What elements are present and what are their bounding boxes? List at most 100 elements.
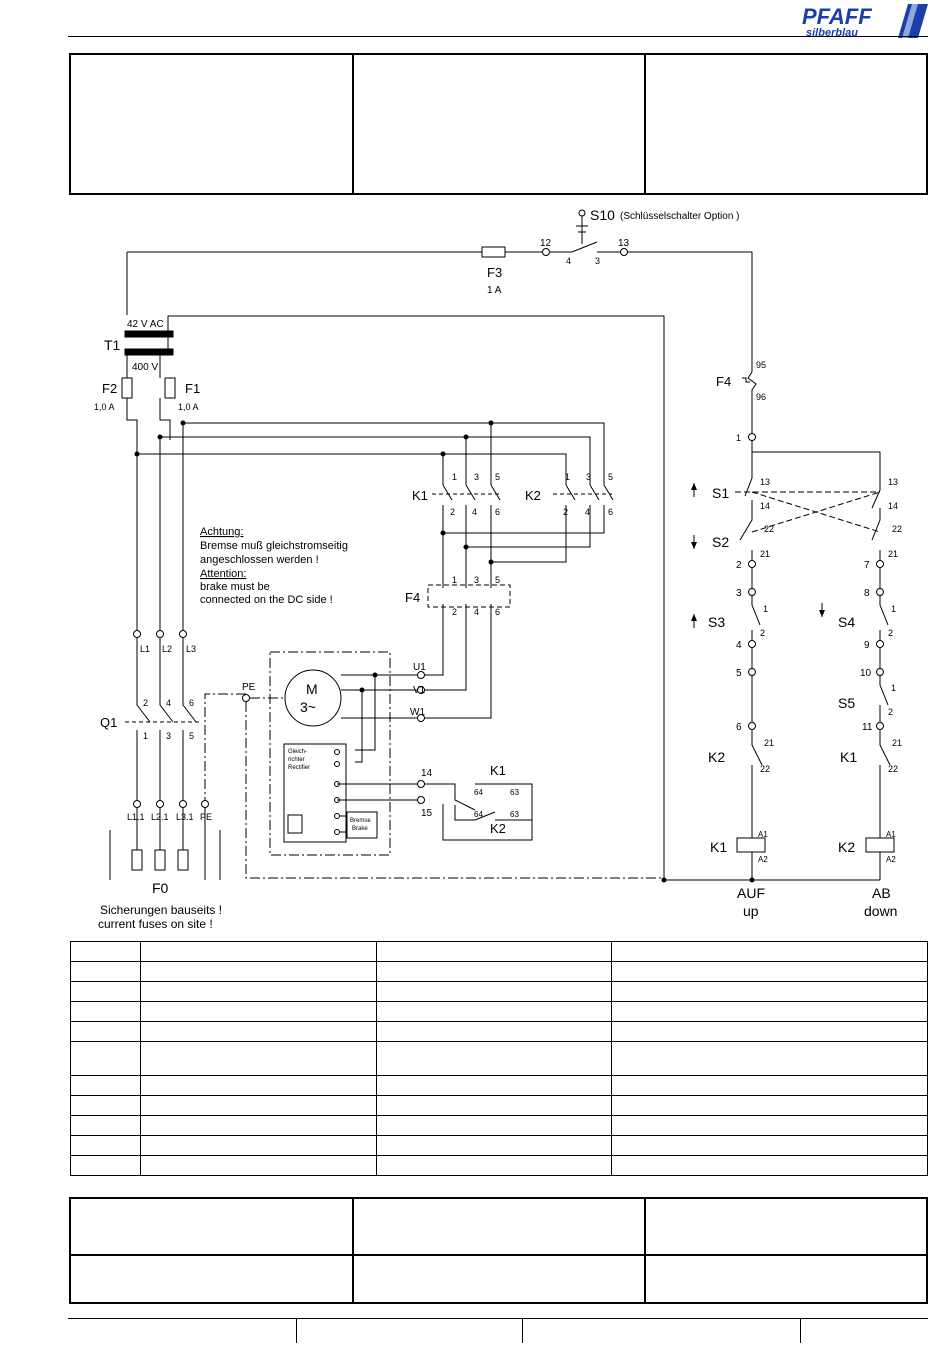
- label-terminals-n5: 5: [495, 575, 500, 585]
- table-row: [70, 1075, 928, 1096]
- label-terminals-n4: 4: [474, 607, 479, 617]
- label-terminals-a1: A1: [758, 830, 768, 839]
- label-components-l31: L3.1: [176, 812, 194, 822]
- top-block-divider-2: [644, 54, 646, 194]
- label-terminals-t13: 13: [618, 238, 630, 249]
- header-rule: [68, 36, 928, 37]
- label-s2: S2: [712, 534, 729, 550]
- label-components-u1: U1: [413, 662, 426, 673]
- label-42vac: 42 V AC: [127, 319, 164, 330]
- label-terminals-n21: 21: [888, 549, 898, 559]
- label-terminals-n3: 3: [474, 472, 479, 482]
- label-terminals-n2: 2: [450, 507, 455, 517]
- label-up: up: [743, 903, 759, 919]
- label-terminals-t96: 96: [756, 392, 766, 402]
- label-terminals-n2: 2: [452, 607, 457, 617]
- label-terminals-n1: 1: [452, 575, 457, 585]
- label-terminals-n1: 1: [143, 731, 148, 741]
- label-k2-ctrl: K2: [708, 749, 725, 765]
- fuse-f2: [121, 377, 133, 399]
- label-components-l3: L3: [186, 644, 196, 654]
- label-k2-coil: K2: [838, 839, 855, 855]
- top-title-block: [69, 53, 928, 195]
- table-row: [70, 1041, 928, 1076]
- label-down: down: [864, 903, 897, 919]
- top-block-divider-1: [352, 54, 354, 194]
- label-terminals-n1: 1: [736, 433, 741, 443]
- label-terminals-n6: 6: [189, 698, 194, 708]
- label-terminals-n3: 3: [736, 588, 742, 599]
- label-terminals-t3: 3: [595, 256, 600, 266]
- label-components-l1: L1: [140, 644, 150, 654]
- footer-rule: [68, 1318, 928, 1319]
- bottom-block-divider-1: [352, 1198, 354, 1303]
- label-components-l2: L2: [162, 644, 172, 654]
- label-terminals-n1: 1: [891, 604, 896, 614]
- label-terminals-n4: 4: [585, 507, 590, 517]
- label-terminals-n9: 9: [864, 640, 870, 651]
- table-row: [70, 1115, 928, 1136]
- label-terminals-n14: 14: [888, 501, 898, 511]
- warn-en-1: brake must be: [200, 581, 270, 593]
- label-terminals-n6: 6: [495, 607, 500, 617]
- label-terminals-t12: 12: [540, 238, 552, 249]
- label-terminals-n11: 11: [862, 722, 873, 733]
- label-terminals-n10: 10: [860, 668, 872, 679]
- label-terminals-n3: 3: [166, 731, 171, 741]
- label-terminals-t95: 95: [756, 360, 766, 370]
- label-terminals-n5: 5: [736, 668, 742, 679]
- label-s4: S4: [838, 614, 855, 630]
- label-f2: F2: [102, 381, 117, 396]
- label-terminals-n5: 5: [189, 731, 194, 741]
- label-terminals-n4: 4: [736, 640, 742, 651]
- label-terminals-n3: 3: [586, 472, 591, 482]
- fuses-note-en: current fuses on site !: [98, 917, 213, 931]
- label-terminals-n4: 4: [166, 698, 171, 708]
- footer-divider-3: [800, 1319, 801, 1343]
- label-terminals-n2: 2: [888, 707, 893, 717]
- label-terminals-n64: 64: [474, 810, 483, 819]
- logo-text: PFAFF: [802, 4, 872, 29]
- label-f0: F0: [152, 880, 169, 896]
- warn-de-1: Bremse muß gleichstromseitig: [200, 540, 348, 552]
- label-terminals-n14: 14: [421, 768, 433, 779]
- label-components-w1: W1: [410, 707, 425, 718]
- label-terminals-n13: 13: [760, 477, 770, 487]
- bottom-block-divider-2: [644, 1198, 646, 1303]
- footer-divider-1: [296, 1319, 297, 1343]
- label-terminals-n6: 6: [608, 507, 613, 517]
- label-components-f2_rating: 1,0 A: [94, 402, 115, 412]
- label-terminals-n5: 5: [608, 472, 613, 482]
- label-terminals-n22: 22: [764, 524, 774, 534]
- motor-3phase: 3~: [300, 699, 316, 715]
- table-row: [70, 961, 928, 982]
- label-terminals-t4: 4: [566, 256, 571, 266]
- label-components-rectifier_en: Rectifier: [288, 765, 310, 771]
- label-auf: AUF: [737, 885, 765, 901]
- label-terminals-n6: 6: [495, 507, 500, 517]
- table-row: [70, 1001, 928, 1022]
- label-rectifier-de: Gleich-: [288, 749, 307, 755]
- label-terminals-n21: 21: [892, 738, 902, 748]
- label-terminals-n7: 7: [864, 560, 870, 571]
- label-terminals-n63: 63: [510, 788, 519, 797]
- label-brake-en: Brake: [352, 826, 368, 832]
- label-terminals-n22: 22: [892, 524, 902, 534]
- fuse-f1: [164, 377, 176, 399]
- label-terminals-n2: 2: [888, 628, 893, 638]
- bottom-title-block: [69, 1197, 928, 1304]
- label-terminals-n22: 22: [760, 764, 770, 774]
- label-s1: S1: [712, 485, 729, 501]
- table-row: [70, 1095, 928, 1116]
- label-components-l11: L1.1: [127, 812, 145, 822]
- fuses-note-de: Sicherungen bauseits !: [100, 903, 222, 917]
- label-f3-rating: 1 A: [487, 285, 502, 296]
- label-pe: PE: [242, 682, 256, 693]
- label-k2-power: K2: [525, 488, 541, 503]
- label-terminals-n3: 3: [474, 575, 479, 585]
- label-terminals-n15: 15: [421, 808, 433, 819]
- label-t1: T1: [104, 337, 121, 353]
- label-terminals-n2: 2: [760, 628, 765, 638]
- label-terminals-n64: 64: [474, 788, 483, 797]
- label-s10: S10: [590, 207, 615, 223]
